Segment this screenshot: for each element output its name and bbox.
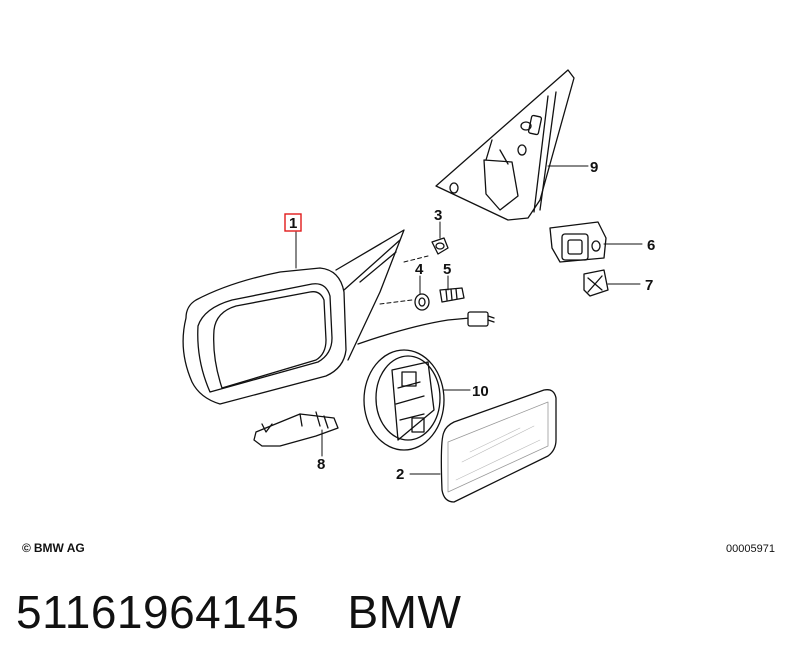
- callout-1-highlight-box: [284, 213, 302, 232]
- part-10-mirror-motor: [363, 349, 445, 451]
- callout-1: 1: [289, 215, 297, 232]
- copyright-notice: ©BMW AG: [22, 541, 85, 555]
- copyright-text: BMW AG: [33, 541, 85, 555]
- callout-7: 7: [645, 277, 653, 294]
- part-8-trim-cover: [253, 411, 339, 447]
- part-3-grommet: [431, 237, 449, 255]
- callout-5: 5: [443, 261, 451, 278]
- part-1-mirror-housing: [182, 229, 405, 405]
- part-6-switch: [549, 221, 607, 263]
- part-7-switch-knob: [583, 269, 609, 297]
- part-9-mount-bracket: [435, 69, 575, 221]
- callout-6: 6: [647, 237, 655, 254]
- part-2-mirror-glass: [440, 389, 557, 503]
- leader-lines: [295, 165, 643, 475]
- callout-9: 9: [590, 159, 598, 176]
- guide-lines: [379, 255, 429, 305]
- callout-3: 3: [434, 207, 442, 224]
- copyright-symbol: ©: [22, 541, 31, 555]
- document-number: 00005971: [726, 543, 775, 555]
- callout-8: 8: [317, 456, 325, 473]
- part-number-line: 51161964145 BMW: [16, 585, 461, 639]
- part-4-washer: [414, 293, 430, 311]
- callout-10: 10: [472, 383, 489, 400]
- brand-name: BMW: [347, 586, 462, 638]
- callout-2: 2: [396, 466, 404, 483]
- wiring-cable: [357, 311, 495, 345]
- part-number: 51161964145: [16, 586, 300, 638]
- part-5-screw: [439, 287, 465, 303]
- callout-4: 4: [415, 261, 424, 278]
